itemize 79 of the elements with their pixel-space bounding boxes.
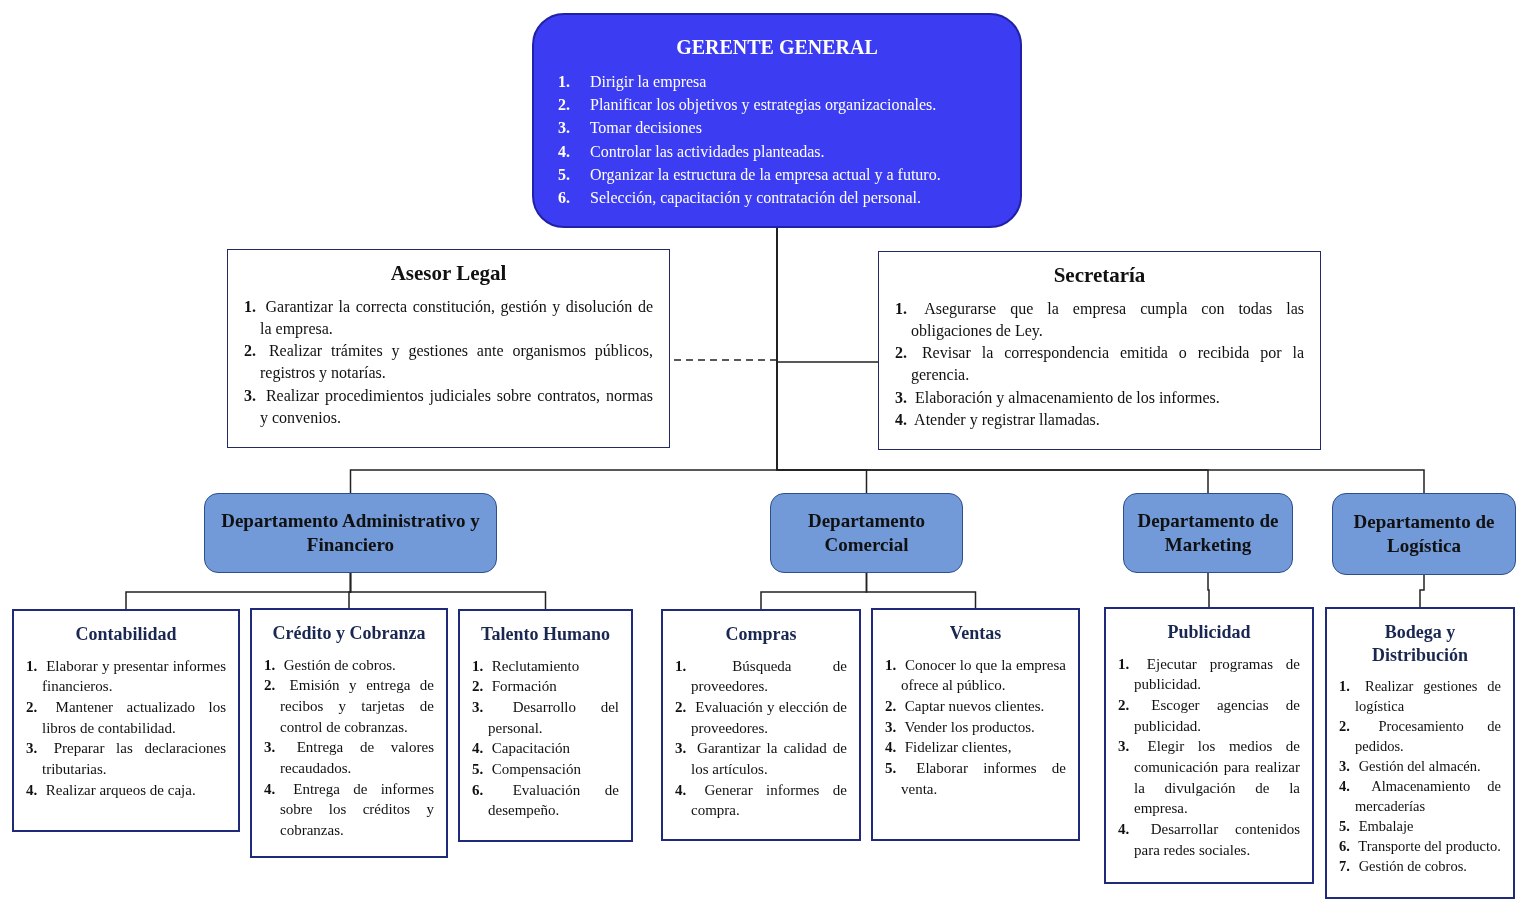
list-item: 5. Compensación [472,759,582,779]
list-item: 2. Mantener actualizado los libros de contabilidad. [26,697,226,738]
box-title: Contabilidad [74,623,178,646]
manager-box [532,13,1022,228]
list-item: 1. Dirigir la empresa [558,72,708,93]
list-item: 5. Organizar la estructura de la empresa actual y a futuro. [558,164,942,186]
box-title: Departamento de Logística [1352,510,1496,558]
list-item: 4. Capacitación [472,739,572,759]
department-box [1123,493,1293,573]
list-item: 1. Gestión de cobros. [264,655,397,675]
unit-box [12,609,240,832]
list-item: 4. Entrega de informes sobre los créditos y cobranzas. [264,779,434,840]
list-item: 3. Preparar las declaraciones tributarias. [26,739,226,779]
list-item: 1. Realizar gestiones de logística [1339,677,1501,716]
list-item: 3. Entrega de valores recaudados. [264,738,434,778]
list-item: 1. Elaborar y presentar informes financieros. [26,656,226,697]
list-item: 2. Emisión y entrega de recibos y tarjetas de control de cobranzas. [264,676,434,737]
list-item: 2. Procesamiento de pedidos. [1339,717,1501,756]
unit-box [1104,607,1314,884]
list-item: 3. Vender los productos. [885,717,1036,737]
box-title: Publicidad [1166,621,1252,644]
connector-line [865,572,977,609]
list-item: 4. Atender y registrar llamadas. [895,409,1101,431]
list-item: 1. Ejecutar programas de publicidad. [1118,654,1300,695]
list-item: 3. Gestión del almacén. [1339,757,1482,776]
list-item: 4. Realizar arqueos de caja. [26,780,197,800]
list-item: 6. Transporte del producto. [1339,837,1501,856]
list-item: 3. Elegir los medios de comunicación para realizar la divulgación de la empresa. [1118,737,1300,819]
box-title: Departamento Comercial [806,509,927,557]
list-item: 4. Controlar las actividades planteadas. [558,141,826,163]
list-item: 2. Captar nuevos clientes. [885,696,1046,716]
box-title: Compras [724,623,798,646]
department-box [770,493,963,573]
box-title: Bodega y Distribución [1371,621,1469,666]
list-item: 2. Revisar la correspondencia emitida o recibida por la gerencia. [895,343,1304,386]
unit-box [250,608,448,858]
list-item: 4. Generar informes de compra. [675,780,847,821]
box-title: Secretaría [1052,262,1147,289]
list-item: 4. Desarrollar contenidos para redes sociales. [1118,820,1300,860]
department-box [204,493,497,573]
box-title: Talento Humano [480,623,611,646]
list-item: 3. Garantizar la calidad de los artículos. [675,739,847,779]
list-item: 3. Tomar decisiones [558,118,703,139]
connector-line [349,572,547,610]
unit-box [458,609,633,842]
box-title: Crédito y Cobranza [271,622,427,645]
list-item: 3. Realizar procedimientos judiciales sobre contratos, normas y convenios. [244,385,653,429]
unit-box [1325,607,1515,899]
box-title: GERENTE GENERAL [675,35,879,60]
list-item: 2. Evaluación y elección de proveedores. [675,697,847,738]
list-item: 2. Escoger agencias de publicidad. [1118,695,1300,736]
list-item: 4. Almacenamiento de mercaderías [1339,777,1501,816]
box-title: Asesor Legal [389,260,508,287]
box-title: Ventas [948,622,1003,645]
list-item: 5. Embalaje [1339,817,1415,836]
unit-box [871,608,1080,841]
list-item: 1. Conocer lo que la empresa ofrece al público. [885,655,1066,696]
list-item: 1. Búsqueda de proveedores. [675,656,847,697]
list-item: 3. Elaboración y almacenamiento de los informes. [895,387,1221,409]
list-item: 6. Selección, capacitación y contratación del personal. [558,187,922,209]
list-item: 1. Asegurarse que la empresa cumpla con todas las obligaciones de Ley. [895,299,1304,342]
box-title: Departamento Administrativo y Financiero [220,509,481,557]
list-item: 2. Planificar los objetivos y estrategias organizacionales. [558,95,938,116]
list-item: 5. Elaborar informes de venta. [885,758,1066,799]
list-item: 6. Evaluación de desempeño. [472,780,619,821]
list-item: 2. Realizar trámites y gestiones ante organismos públicos, registros y notarías. [244,341,653,384]
staff-box [878,251,1321,450]
department-box [1332,493,1516,575]
list-item: 7. Gestión de cobros. [1339,857,1468,876]
connector-line [1419,574,1425,608]
unit-box [661,609,861,841]
list-item: 4. Fidelizar clientes, [885,738,1013,758]
list-item: 3. Desarrollo del personal. [472,697,619,738]
list-item: 1. Reclutamiento [472,656,581,676]
connector-line [1207,572,1210,608]
box-title: Departamento de Marketing [1136,509,1280,557]
staff-box [227,249,670,448]
list-item: 2. Formación [472,677,558,697]
list-item: 1. Garantizar la correcta constitución, gestión y disolución de la empresa. [244,297,653,340]
